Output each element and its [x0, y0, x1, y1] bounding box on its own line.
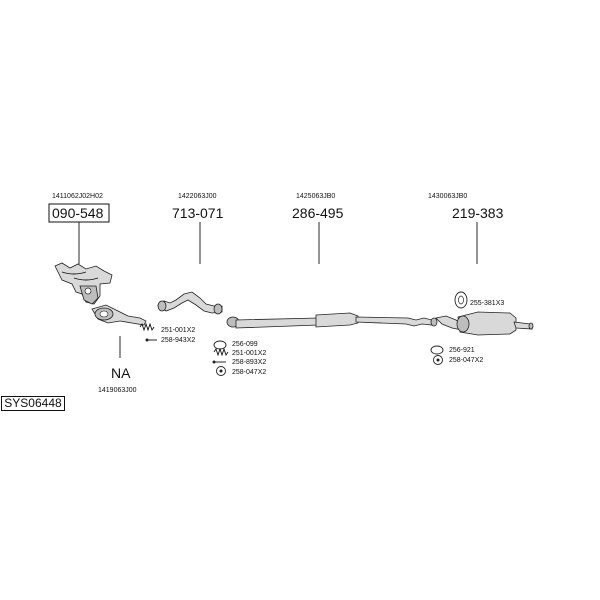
front-callout-a: 251-001X2: [161, 327, 195, 334]
hanger-icon: [454, 291, 468, 309]
ref-4: 1430063JB0: [428, 193, 467, 200]
rear-silencer[interactable]: [435, 311, 534, 336]
part-number-2[interactable]: 713-071: [172, 205, 224, 221]
exhaust-manifold[interactable]: [54, 262, 113, 305]
bolt-icon: [212, 360, 226, 364]
rear-callout-hanger: 255-381X3: [470, 300, 504, 307]
mid-callout-d: 258-047X2: [232, 369, 266, 376]
ref-3: 1425063JB0: [296, 193, 335, 200]
spring-icon: [213, 347, 229, 357]
gasket-icon: [430, 345, 444, 355]
part-number-3[interactable]: 286-495: [292, 205, 344, 221]
spring-icon: [139, 322, 155, 332]
nut-icon: [216, 366, 226, 376]
mid-callout-a: 256-099: [232, 341, 258, 348]
ref-2: 1422063J00: [178, 193, 217, 200]
na-ref: 1419063J00: [98, 387, 137, 394]
na-label[interactable]: NA: [111, 365, 131, 381]
rear-callout-a: 256-921: [449, 347, 475, 354]
part-number-4[interactable]: 219-383: [452, 205, 504, 221]
nut-icon: [433, 355, 443, 365]
front-callout-b: 258-943X2: [161, 337, 195, 344]
intermediate-pipe[interactable]: [157, 291, 223, 315]
part-number-1[interactable]: 090-548: [52, 205, 104, 221]
centre-silencer-pipe[interactable]: [226, 312, 438, 329]
bolt-icon: [145, 338, 157, 342]
ref-1: 1411062J02H02: [52, 193, 103, 200]
front-pipe[interactable]: [91, 304, 147, 326]
system-id: SYS06448: [1, 396, 65, 411]
rear-callout-b: 258-047X2: [449, 357, 483, 364]
mid-callout-b: 251-001X2: [232, 350, 266, 357]
mid-callout-c: 258-893X2: [232, 359, 266, 366]
